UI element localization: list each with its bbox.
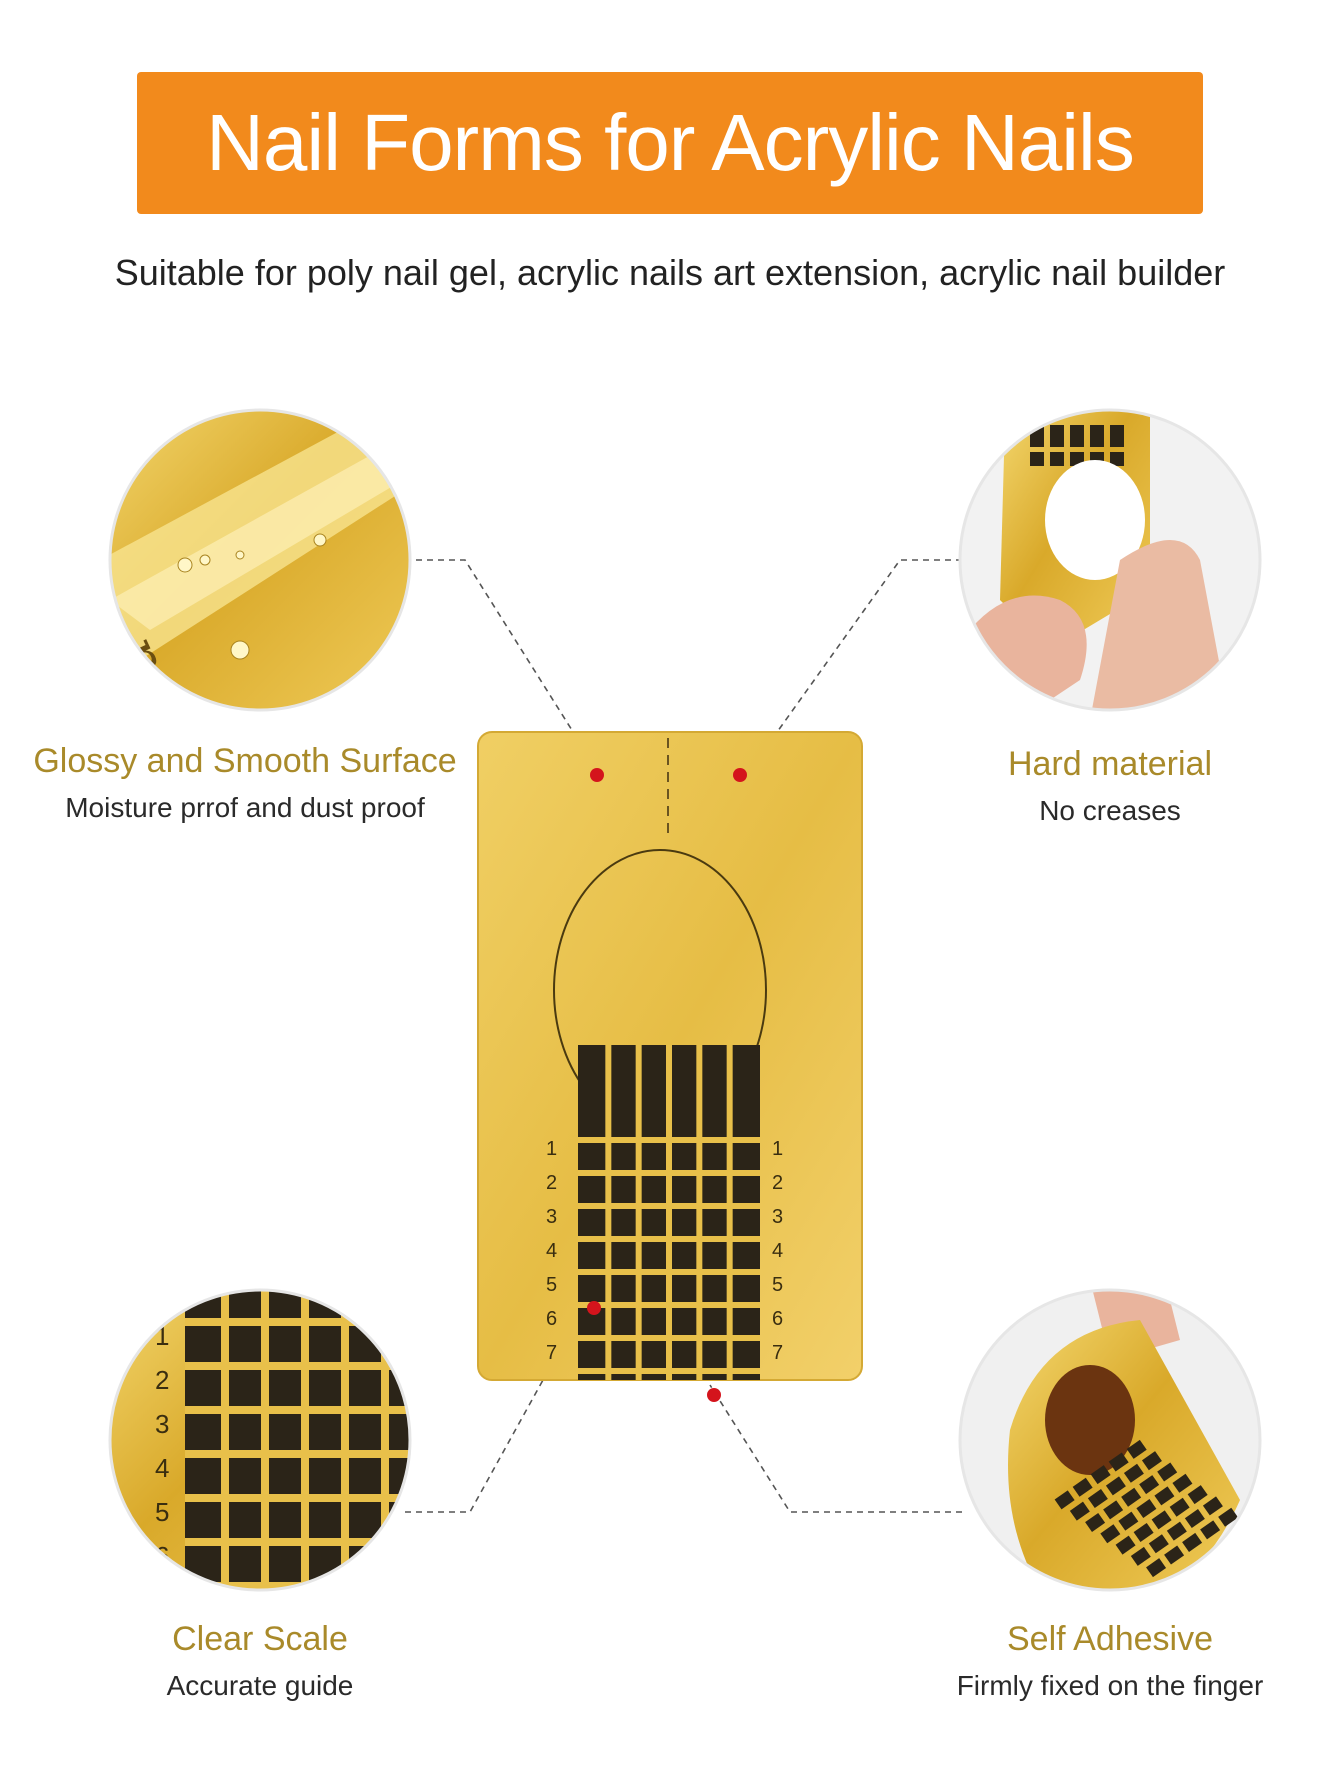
grid-cell <box>1166 1521 1187 1541</box>
grid-cell <box>1100 1524 1121 1544</box>
grid-cell <box>1202 1496 1223 1516</box>
self-adhesive-photo <box>960 1290 1260 1590</box>
grid-cell <box>1103 1500 1124 1520</box>
connector-lines <box>405 559 962 1513</box>
glossy-surface-photo: nefit <box>110 410 410 710</box>
marker-dot <box>590 768 604 782</box>
scale-number: 2 <box>772 1172 783 1194</box>
marker-dot <box>707 1388 721 1402</box>
scale-number: 5 <box>155 1497 169 1527</box>
grid-cell <box>1121 1487 1142 1507</box>
subtitle: Suitable for poly nail gel, acrylic nail… <box>114 252 1226 293</box>
grid-cell <box>1141 1451 1162 1471</box>
scale-number: 2 <box>546 1172 557 1194</box>
marker-dot <box>587 1301 601 1315</box>
grid-cell <box>1123 1463 1144 1483</box>
page-title: Nail Forms for Acrylic Nails <box>206 98 1135 187</box>
scale-number: 2 <box>155 1365 169 1395</box>
grid-cell <box>1200 1520 1221 1540</box>
grid-cell <box>1184 1509 1205 1529</box>
feature-desc-adhesive: Firmly fixed on the finger <box>956 1670 1264 1701</box>
feature-title-adhesive: Self Adhesive <box>1006 1620 1214 1658</box>
marker-dot <box>733 768 747 782</box>
grid-cell <box>1130 1546 1151 1566</box>
feature-desc-glossy: Moisture prrof and dust proof <box>65 792 425 823</box>
feature-desc-hard: No creases <box>1039 795 1181 826</box>
card-grid-lines <box>578 1045 760 1380</box>
scale-number: 3 <box>546 1206 557 1228</box>
grid-cell <box>1085 1512 1106 1532</box>
scale-number: 3 <box>155 1409 169 1439</box>
applied-grid <box>1054 1439 1239 1578</box>
grid-cell <box>1115 1535 1136 1555</box>
scale-number: 3 <box>772 1206 783 1228</box>
scale-numbers-right: 1 2 3 4 5 6 7 <box>772 1138 783 1364</box>
scale-number: 7 <box>772 1342 783 1364</box>
grid-cell <box>1054 1490 1075 1510</box>
scale-number: 6 <box>546 1308 557 1330</box>
title-banner: Nail Forms for Acrylic Nails <box>137 72 1203 214</box>
zoomed-grid-lines <box>185 1290 410 1590</box>
scale-number: 1 <box>546 1138 557 1160</box>
grid-cell <box>1118 1511 1139 1531</box>
grid-cell <box>1187 1485 1208 1505</box>
feature-desc-scale: Accurate guide <box>166 1670 354 1701</box>
grid-cell <box>1164 1545 1185 1565</box>
grid-cell <box>1146 1558 1167 1578</box>
grid-cell <box>1151 1510 1172 1530</box>
nail-form-card: 1 2 3 4 5 6 7 1 2 3 4 5 6 7 <box>477 731 863 1402</box>
scale-number: 4 <box>546 1240 557 1262</box>
scale-number: 4 <box>155 1453 169 1483</box>
scale-number: 6 <box>772 1308 783 1330</box>
scale-number: 1 <box>772 1138 783 1160</box>
grid-cell <box>1172 1473 1193 1493</box>
grid-cell <box>1148 1534 1169 1554</box>
scale-number: 7 <box>546 1342 557 1364</box>
scale-number: 5 <box>772 1274 783 1296</box>
grid-cell <box>1108 1452 1129 1472</box>
grid-cell <box>1133 1522 1154 1542</box>
grid-cell <box>1090 1465 1111 1485</box>
scale-number: 5 <box>546 1274 557 1296</box>
scale-numbers-left: 1 2 3 4 5 6 7 <box>546 1138 557 1364</box>
grid-cell <box>1157 1462 1178 1482</box>
scale-number: 4 <box>772 1240 783 1262</box>
grid-cell <box>1126 1439 1147 1459</box>
hard-material-photo <box>960 410 1260 710</box>
grid-cell <box>1169 1497 1190 1517</box>
scale-number: 6 <box>155 1541 169 1571</box>
grid-cell <box>1182 1532 1203 1552</box>
grid-cell <box>1072 1477 1093 1497</box>
feature-title-hard: Hard material <box>1007 745 1213 783</box>
feature-title-glossy: Glossy and Smooth Surface <box>33 742 457 780</box>
grid-cell <box>1105 1476 1126 1496</box>
grid-cell <box>1087 1489 1108 1509</box>
grid-cell <box>1069 1501 1090 1521</box>
grid-cell <box>1139 1475 1160 1495</box>
grid-cell <box>1154 1486 1175 1506</box>
grid-cell <box>1136 1499 1157 1519</box>
feature-title-scale: Clear Scale <box>172 1620 348 1658</box>
grid-cell <box>1218 1507 1239 1527</box>
